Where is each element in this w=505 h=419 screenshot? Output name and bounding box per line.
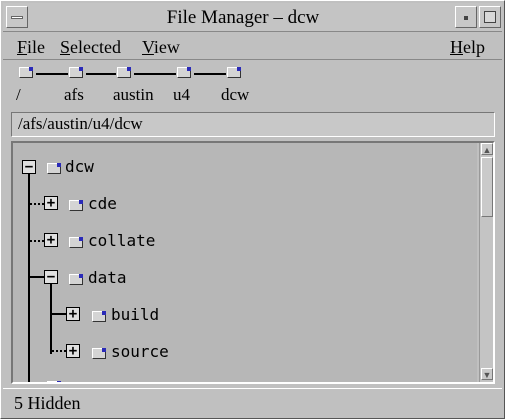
path-label-u4[interactable]: u4 xyxy=(173,85,190,104)
status-bar: 5 Hidden xyxy=(3,388,502,418)
path-node-root[interactable] xyxy=(19,67,35,81)
tree-connector xyxy=(52,313,66,315)
menu-selected[interactable]: Selected xyxy=(60,36,121,58)
menu-bar: File Selected View Help xyxy=(3,33,502,60)
path-label-dcw[interactable]: dcw xyxy=(221,85,250,104)
folder-icon xyxy=(19,67,33,78)
maximize-icon xyxy=(484,11,496,23)
path-input[interactable]: /afs/austin/u4/dcw xyxy=(11,112,495,137)
folder-icon xyxy=(92,348,106,359)
folder-icon xyxy=(47,381,61,382)
folder-icon xyxy=(47,163,61,174)
menu-view[interactable]: View xyxy=(142,36,180,58)
expand-toggle[interactable]: + xyxy=(44,196,58,210)
tree-connector xyxy=(50,284,52,354)
menu-file-mnemonic: F xyxy=(17,37,28,57)
tree-connector xyxy=(30,240,44,242)
folder-icon xyxy=(69,67,83,78)
folder-tree-pane[interactable]: − dcw + cde + collate − data + build xyxy=(11,141,495,384)
window-menu-button[interactable] xyxy=(6,6,28,28)
folder-icon xyxy=(227,67,241,78)
path-connector xyxy=(86,73,116,75)
path-connector xyxy=(134,73,176,75)
folder-icon xyxy=(117,67,131,78)
path-node-dcw[interactable] xyxy=(227,67,243,81)
expand-toggle[interactable]: + xyxy=(44,233,58,247)
folder-icon xyxy=(92,311,106,322)
tree-node-source[interactable]: source xyxy=(111,342,169,361)
menu-view-label: iew xyxy=(153,37,180,57)
menu-file-label: ile xyxy=(27,37,46,57)
menu-file[interactable]: File xyxy=(17,36,45,58)
path-node-u4[interactable] xyxy=(177,67,193,81)
title-bar[interactable]: File Manager – dcw xyxy=(3,3,502,32)
collapse-toggle[interactable]: − xyxy=(44,270,58,284)
path-label-austin[interactable]: austin xyxy=(113,85,154,104)
menu-view-mnemonic: V xyxy=(142,37,154,57)
folder-icon xyxy=(69,200,83,211)
menu-help-mnemonic: H xyxy=(450,37,463,57)
window-title: File Manager – dcw xyxy=(166,7,320,28)
tree-connector xyxy=(30,276,44,278)
maximize-button[interactable] xyxy=(479,6,501,28)
tree-node-build[interactable]: build xyxy=(111,305,160,324)
tree-node-data[interactable]: data xyxy=(88,268,127,287)
vertical-scrollbar[interactable]: ▲ ▼ xyxy=(479,143,493,382)
menu-selected-label: elected xyxy=(70,37,121,57)
folder-icon xyxy=(69,274,83,285)
window-menu-icon xyxy=(11,16,23,19)
scroll-thumb[interactable] xyxy=(481,157,493,217)
path-label-afs[interactable]: afs xyxy=(64,85,84,104)
tree-connector xyxy=(52,350,66,352)
path-connector xyxy=(36,73,68,75)
collapse-toggle[interactable]: − xyxy=(22,160,36,174)
minimize-icon xyxy=(464,16,468,20)
tree-node-cde[interactable]: cde xyxy=(88,194,117,213)
menu-help-label: elp xyxy=(463,37,485,57)
folder-icon xyxy=(177,67,191,78)
folder-tree: − dcw + cde + collate − data + build xyxy=(13,143,477,382)
tree-node-dcw[interactable]: dcw xyxy=(65,157,94,176)
menu-help[interactable]: Help xyxy=(450,36,485,58)
path-node-afs[interactable] xyxy=(69,67,85,81)
path-icons-bar: / afs austin u4 dcw xyxy=(3,61,502,109)
expand-toggle[interactable]: + xyxy=(66,344,80,358)
path-label-root[interactable]: / xyxy=(16,85,21,104)
minimize-button[interactable] xyxy=(455,6,477,28)
scroll-down-arrow-icon[interactable]: ▼ xyxy=(481,368,493,380)
tree-connector xyxy=(28,173,30,382)
tree-node-collate[interactable]: collate xyxy=(88,231,156,250)
folder-icon xyxy=(69,237,83,248)
tree-connector xyxy=(30,203,44,205)
expand-toggle[interactable]: + xyxy=(66,307,80,321)
path-connector xyxy=(194,73,226,75)
scroll-up-arrow-icon[interactable]: ▲ xyxy=(481,143,493,155)
path-node-austin[interactable] xyxy=(117,67,133,81)
menu-selected-mnemonic: S xyxy=(60,37,71,57)
